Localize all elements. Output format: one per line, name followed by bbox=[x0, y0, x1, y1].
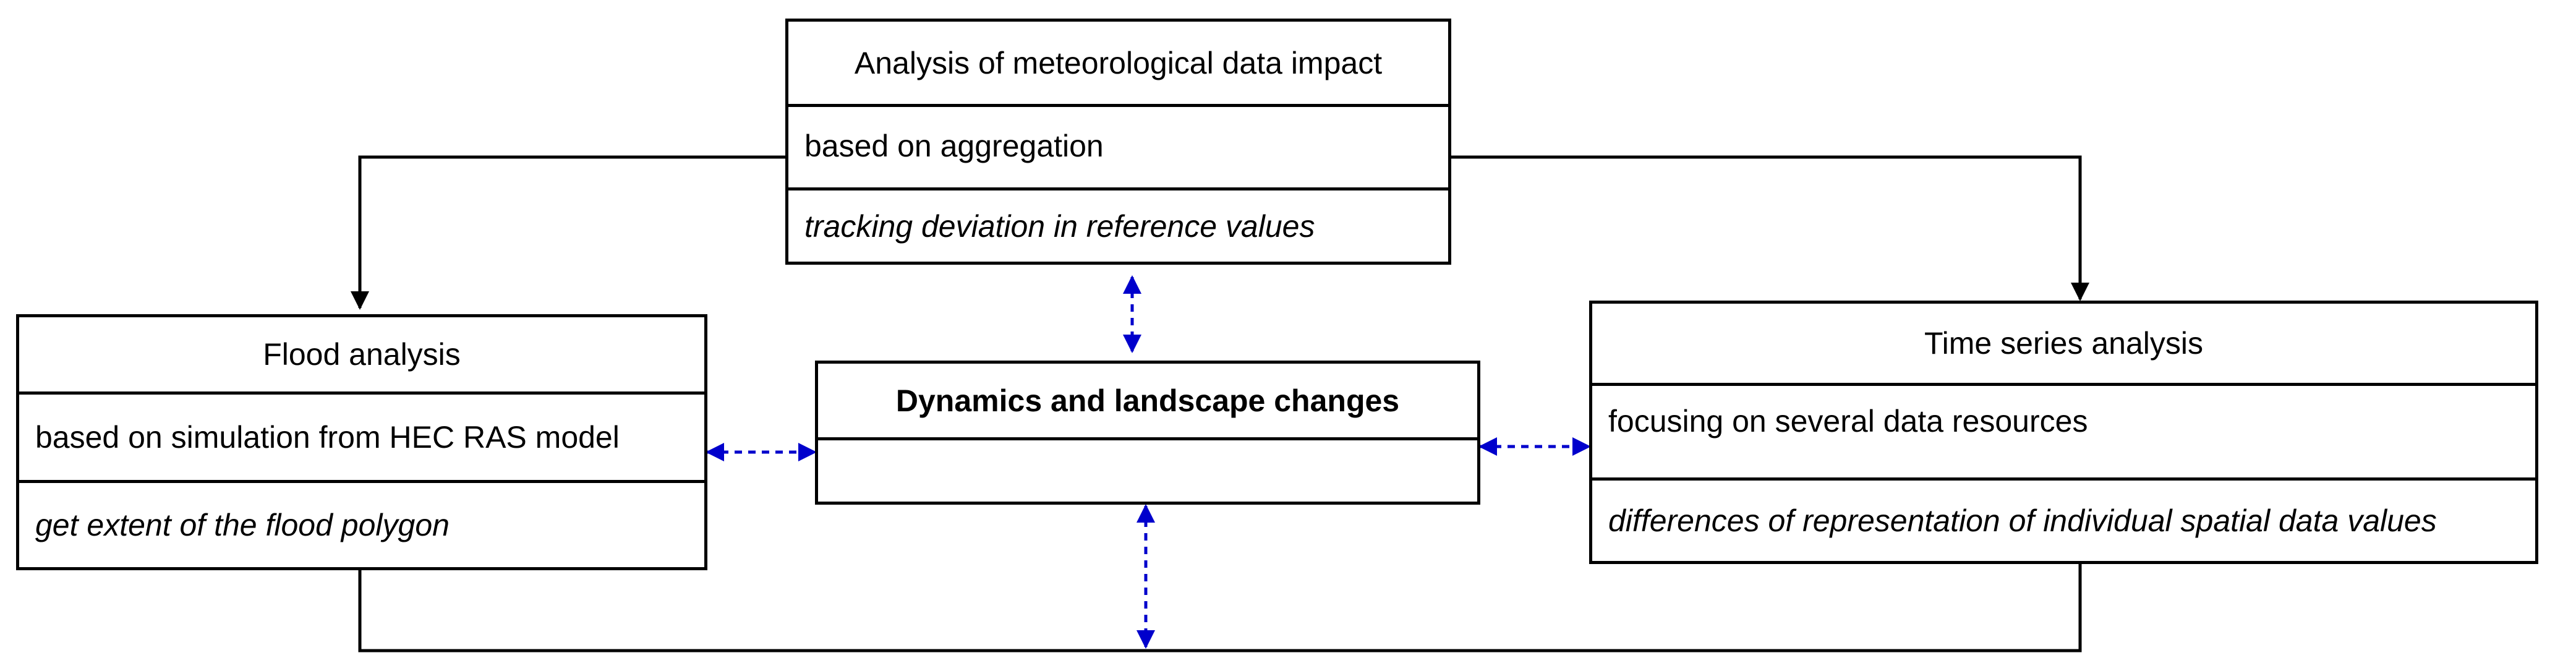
flood-analysis-box: Flood analysis based on simulation from … bbox=[16, 314, 707, 570]
flood-title: Flood analysis bbox=[19, 317, 704, 395]
meteo-method: based on aggregation bbox=[788, 107, 1448, 190]
flood-detail: get extent of the flood polygon bbox=[35, 508, 450, 542]
meteo-title: Analysis of meteorological data impact bbox=[788, 22, 1448, 107]
meteo-to-timeseries-arrow bbox=[1451, 155, 2089, 301]
meteo-to-flood-arrow bbox=[351, 155, 785, 310]
dynamics-detail bbox=[818, 440, 1477, 502]
timeseries-analysis-box: Time series analysis focusing on several… bbox=[1589, 301, 2538, 564]
timeseries-method: focusing on several data resources bbox=[1592, 386, 2535, 481]
flood-method: based on simulation from HEC RAS model bbox=[19, 395, 704, 483]
timeseries-detail: differences of representation of individ… bbox=[1608, 503, 2437, 538]
bottom-connector-line bbox=[358, 564, 2082, 652]
timeseries-title: Time series analysis bbox=[1592, 304, 2535, 386]
dynamics-box: Dynamics and landscape changes bbox=[815, 361, 1480, 505]
meteo-analysis-box: Analysis of meteorological data impact b… bbox=[785, 19, 1451, 265]
meteo-detail: tracking deviation in reference values bbox=[804, 208, 1315, 244]
dynamics-title: Dynamics and landscape changes bbox=[818, 364, 1477, 440]
